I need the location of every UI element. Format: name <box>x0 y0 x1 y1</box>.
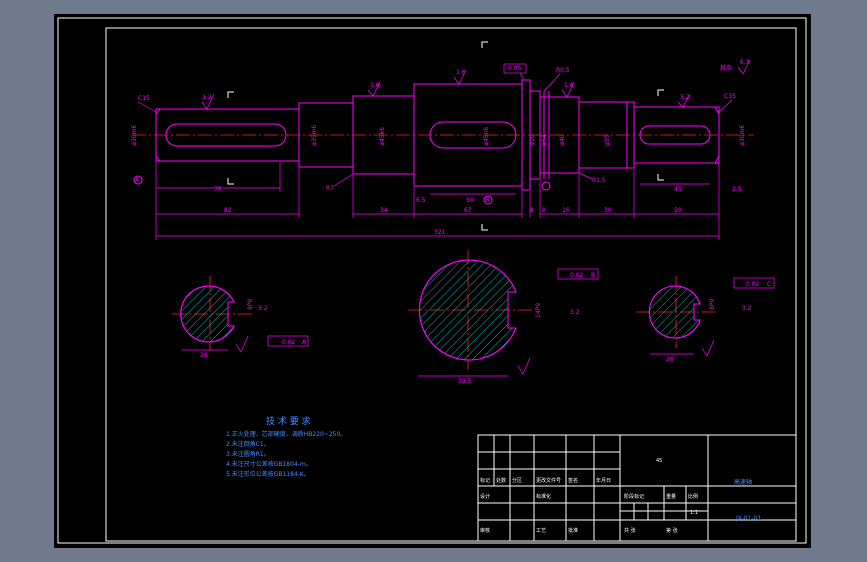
tb-row-label-6: 年月日 <box>596 477 611 484</box>
tech-req-item-1: 1.正火处理，芯部硬度，调质HB220~250。 <box>226 430 346 438</box>
chamfer-right-label: C15 <box>724 93 736 100</box>
tb-row3-label-4: 共 张 <box>624 527 636 534</box>
tb-row-label-4: 更改文件号 <box>536 477 561 484</box>
dim-8b: 8 <box>542 207 546 214</box>
shaft-main-view <box>132 79 754 191</box>
cad-viewport[interactable]: φ30m6 φ35m6 φ45k6 φ45n6 φ50 φ54 φ40 φ35 … <box>54 14 811 548</box>
title-block: 45 高速轴 JX-01-01 标记 处数 分区 更改文件号 签名 年月日 设计… <box>477 434 797 542</box>
title-drawing-no: JX-01-01 <box>735 515 761 522</box>
datum-b-label: B <box>485 197 489 204</box>
section-view-middle: 39.5 14P9 3.2 0.02 B <box>408 250 599 385</box>
dim-2-5: 2.5 <box>732 186 742 193</box>
radius-r7: R7 <box>326 185 334 192</box>
inner-frame <box>105 27 797 542</box>
roughness-2: 1.6 <box>370 82 380 89</box>
radius-r15: R1.5 <box>592 177 606 184</box>
tech-req-title: 技 术 要 求 <box>266 415 311 427</box>
section2-depth: 39.5 <box>458 378 472 385</box>
dim-34: 34 <box>380 207 388 214</box>
dimension-chain: 70 82 34 6.5 50 67 8 8 16 30 50 45 2.5 3… <box>155 156 742 240</box>
technical-requirements: 技 术 要 求 1.正火处理，芯部硬度，调质HB220~250。 2.未注倒角C… <box>226 415 346 478</box>
dia-label-2: φ35m6 <box>311 125 318 146</box>
section1-tolerance: 0.02 <box>282 339 296 346</box>
dim-82: 82 <box>224 207 232 214</box>
tb-row3-label-1: 审核 <box>480 527 490 534</box>
dia-label-4: φ45n6 <box>483 127 490 146</box>
dim-70: 70 <box>214 186 222 193</box>
datum-a-label: A <box>135 177 140 184</box>
roughness-3: 1.6 <box>456 69 466 76</box>
tb-row2-label-4: 重量 <box>666 493 676 500</box>
dim-16: 16 <box>562 207 570 214</box>
dim-6-5: 6.5 <box>416 197 426 204</box>
tb-row-label-5: 签名 <box>568 477 578 484</box>
keyway-middle <box>429 121 517 149</box>
dim-50-key: 50 <box>466 197 474 204</box>
dim-45: 45 <box>674 186 682 193</box>
diameter-labels: φ30m6 φ35m6 φ45k6 φ45n6 φ50 φ54 φ40 φ35 … <box>131 125 746 146</box>
roughness-5: 3.2 <box>680 94 690 101</box>
keyway-left <box>165 123 287 147</box>
dia-label-6: φ54 <box>541 134 548 146</box>
tb-row-label-1: 标记 <box>480 477 490 484</box>
section3-roughness: 3.2 <box>742 305 752 312</box>
dia-label-7: φ40 <box>559 134 566 146</box>
tb-row2-label-3: 阶段标记 <box>624 493 644 500</box>
dia-label-5: φ50 <box>529 134 536 146</box>
dim-30: 30 <box>604 207 612 214</box>
runout-label: 0.05 <box>508 65 522 72</box>
section-view-right: 26 8P9 3.2 0.02 C <box>636 276 775 363</box>
tb-row3-label-3: 批准 <box>568 527 578 534</box>
section-markers <box>227 41 664 231</box>
dia-label-9: φ30m6 <box>739 125 746 146</box>
dia-label-8: φ35 <box>604 134 611 146</box>
section3-datum: C <box>767 281 771 288</box>
section3-width: 8P9 <box>709 299 716 310</box>
section1-datum: A <box>302 339 307 346</box>
tech-req-item-2: 2.未注倒角C1。 <box>226 440 270 448</box>
dim-50: 50 <box>674 207 682 214</box>
keyway-right <box>639 125 711 145</box>
other-roughness-label: 其余 <box>720 64 732 72</box>
tb-row2-label-5: 比例 <box>688 493 698 500</box>
tech-req-item-4: 4.未注尺寸公差按GB1804-m。 <box>226 460 312 468</box>
outer-frame <box>57 17 807 544</box>
shaft-outline-bottom <box>155 156 720 191</box>
tb-scale: 1:1 <box>690 510 698 516</box>
dim-8a: 8 <box>530 207 534 214</box>
dia-label-1: φ30m6 <box>131 125 138 146</box>
title-material: 45 <box>656 458 662 464</box>
shaft-outline-top <box>155 79 720 114</box>
tb-row2-label-1: 设计 <box>480 493 490 500</box>
radius-r05-top: R0.5 <box>556 67 570 74</box>
section-view-left: 26 8P9 3.2 0.02 A <box>172 276 309 359</box>
title-drawing-name: 高速轴 <box>734 478 752 486</box>
tb-row2-label-2: 标准化 <box>536 493 551 500</box>
tb-row3-label-5: 第 张 <box>666 527 678 534</box>
roughness-6: 6.3 <box>740 59 750 66</box>
roughness-1: 3.2 <box>202 94 212 101</box>
section1-roughness: 3.2 <box>258 305 268 312</box>
dim-67: 67 <box>464 207 472 214</box>
dim-total-321: 321 <box>434 229 446 236</box>
section2-tolerance: 0.02 <box>570 272 584 279</box>
tech-req-item-5: 5.未注形位公差按GB1184-K。 <box>226 470 310 478</box>
tb-row3-label-2: 工艺 <box>536 528 546 534</box>
tb-row-label-3: 分区 <box>512 477 522 484</box>
chamfer-left-label: C15 <box>138 95 150 102</box>
section1-width: 8P9 <box>247 299 254 310</box>
section3-tolerance: 0.02 <box>746 281 760 288</box>
section2-width: 14P9 <box>535 303 542 318</box>
section2-roughness: 3.2 <box>570 309 580 316</box>
tb-row-label-2: 处数 <box>496 477 506 484</box>
tech-req-item-3: 3.未注圆角R1。 <box>226 450 270 458</box>
section3-depth: 26 <box>666 356 674 363</box>
dia-label-3: φ45k6 <box>379 127 386 146</box>
section2-datum: B <box>591 272 595 279</box>
roughness-4: 1.6 <box>564 82 574 89</box>
annotations: C15 C15 3.2 1.6 1.6 1.6 3.2 其余 6.3 R7 R0… <box>133 59 751 205</box>
engineering-drawing: φ30m6 φ35m6 φ45k6 φ45n6 φ50 φ54 φ40 φ35 … <box>57 17 807 544</box>
section1-depth: 26 <box>200 352 208 359</box>
